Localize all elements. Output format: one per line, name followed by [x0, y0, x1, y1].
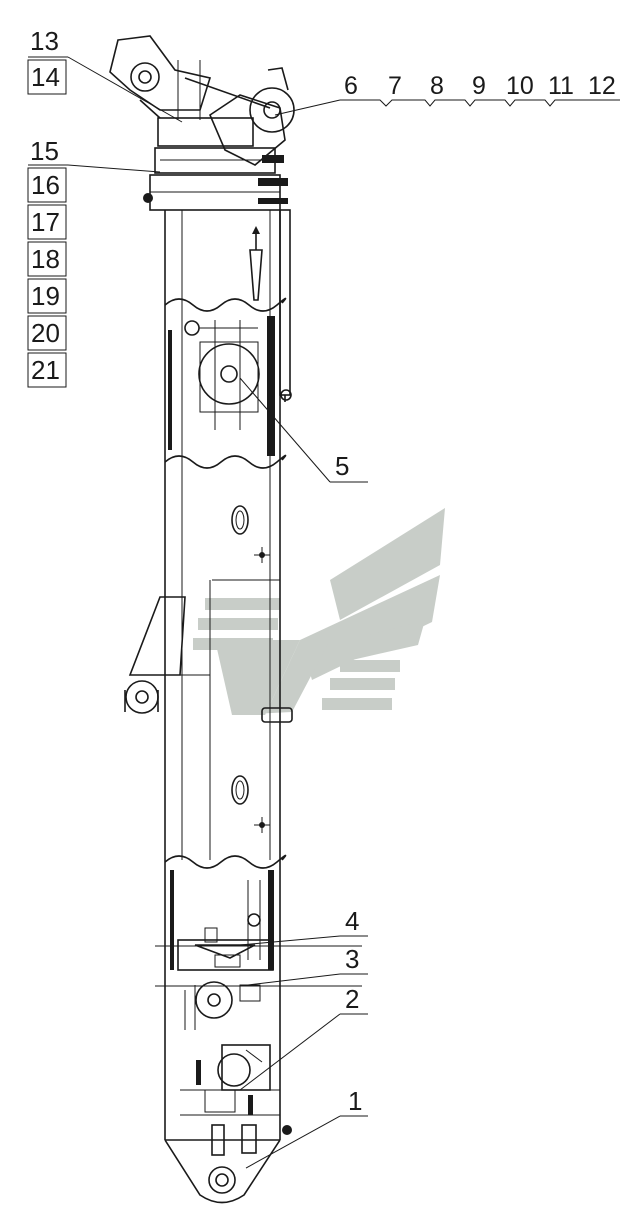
top-right-callout-list: 6 7 8 9 10 11 12	[274, 72, 620, 116]
side-slot-icon	[261, 707, 293, 723]
callout-18: 18	[31, 244, 60, 274]
callout-8: 8	[430, 72, 444, 100]
crosshair-lower-icon	[254, 817, 270, 833]
callout-11: 11	[548, 72, 574, 100]
callout-19: 19	[31, 281, 60, 311]
callout-2: 2	[345, 984, 359, 1014]
callout-3: 3	[345, 944, 359, 974]
callout-4: 4	[345, 906, 359, 936]
callout-20: 20	[31, 318, 60, 348]
callout-13: 13	[30, 26, 59, 56]
watermark-logo-icon	[193, 508, 445, 715]
boom-head	[109, 35, 288, 211]
callout-16: 16	[31, 170, 60, 200]
right-callout-list: 5 4 3 2 1	[239, 377, 368, 1169]
inner-pulley-icon	[184, 320, 260, 430]
callout-21: 21	[31, 355, 60, 385]
boom-body	[164, 210, 287, 1204]
mounting-bracket	[124, 596, 210, 714]
callout-15: 15	[30, 136, 59, 166]
callout-5: 5	[335, 451, 349, 481]
left-callout-list: 13 14 15 16 17 18 19 20 21	[27, 26, 183, 388]
callout-12: 12	[588, 72, 616, 100]
oval-slot-lower-icon	[231, 775, 249, 805]
oval-slot-upper-icon	[231, 505, 249, 535]
callout-9: 9	[472, 72, 486, 100]
crosshair-upper-icon	[254, 547, 270, 563]
fitting-icon	[249, 226, 263, 301]
callout-7: 7	[388, 72, 402, 100]
hydraulic-cylinder	[279, 209, 292, 402]
top-left-pulley-icon	[130, 62, 160, 92]
callout-6: 6	[344, 72, 358, 100]
top-right-pulley-icon	[249, 67, 295, 133]
bottom-internals	[177, 880, 292, 1194]
callout-14: 14	[31, 62, 60, 92]
callout-10: 10	[506, 72, 534, 100]
callout-1: 1	[348, 1086, 362, 1116]
callout-17: 17	[31, 207, 60, 237]
